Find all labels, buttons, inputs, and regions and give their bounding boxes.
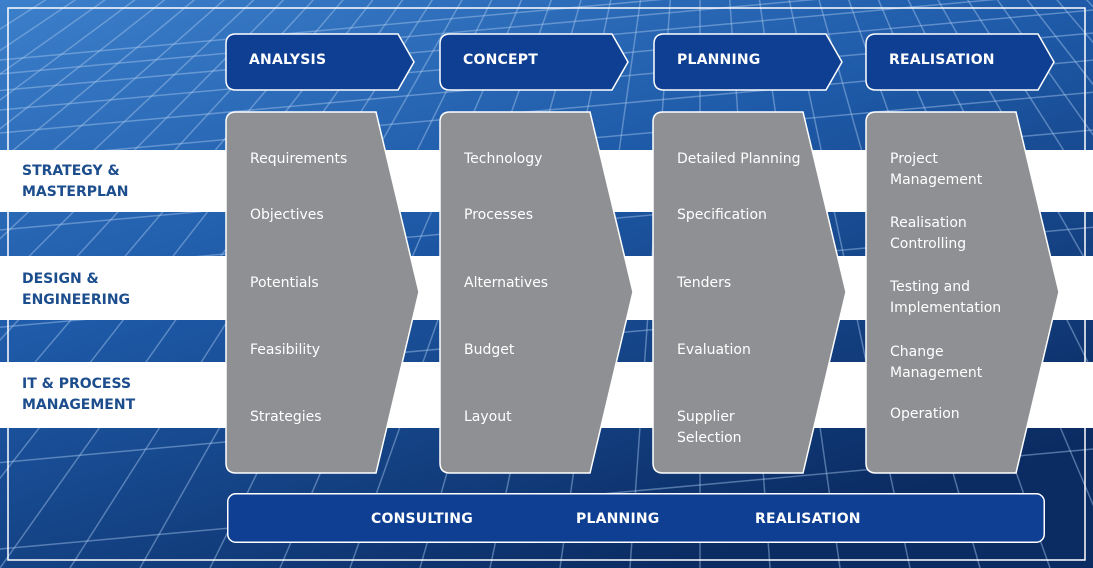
phase-header-realisation: REALISATION [865,33,1055,91]
phase-item: Detailed Planning [677,151,801,167]
phase-item: Tenders [677,275,732,291]
row-label-design: DESIGN & ENGINEERING [22,271,131,308]
footer-bar: CONSULTING PLANNING REALISATION [227,493,1045,543]
phase-column-analysis: Requirements Objectives Potentials Feasi… [225,111,423,474]
phase-item: Operation [890,406,960,422]
row-label-strategy: STRATEGY & MASTERPLAN [22,163,129,200]
phase-item: Processes [464,207,534,223]
phase-item: Supplier Selection [677,409,742,446]
phase-item: Layout [464,409,512,425]
row-label-it-process: IT & PROCESS MANAGEMENT [22,376,136,413]
phase-title: REALISATION [889,52,995,68]
phase-item: Requirements [250,151,348,167]
phase-column-planning: Detailed Planning Specification Tenders … [652,111,850,474]
footer-item-consulting: CONSULTING [371,511,473,527]
phase-title: ANALYSIS [249,52,327,68]
phase-header-analysis: ANALYSIS [225,33,415,91]
phase-title: PLANNING [677,52,761,68]
phase-item: Technology [464,151,543,167]
phase-item: Feasibility [250,342,320,358]
phase-item: Change Management [890,344,983,381]
phase-item: Evaluation [677,342,751,358]
phase-item: Project Management [890,151,983,188]
phase-item: Objectives [250,207,324,223]
phase-column-realisation: Project Management Realisation Controlli… [865,111,1063,474]
phase-header-planning: PLANNING [653,33,843,91]
phase-item: Strategies [250,409,322,425]
phase-title: CONCEPT [463,52,538,68]
phase-item: Realisation Controlling [890,215,967,252]
phase-header-concept: CONCEPT [439,33,629,91]
footer-item-planning: PLANNING [576,511,660,527]
phase-item: Alternatives [464,275,549,291]
phase-item: Potentials [250,275,319,291]
footer-item-realisation: REALISATION [755,511,861,527]
phase-item: Budget [464,342,515,358]
phase-column-concept: Technology Processes Alternatives Budget… [439,111,637,474]
phase-item: Testing and Implementation [890,279,1002,316]
phase-item: Specification [677,207,767,223]
